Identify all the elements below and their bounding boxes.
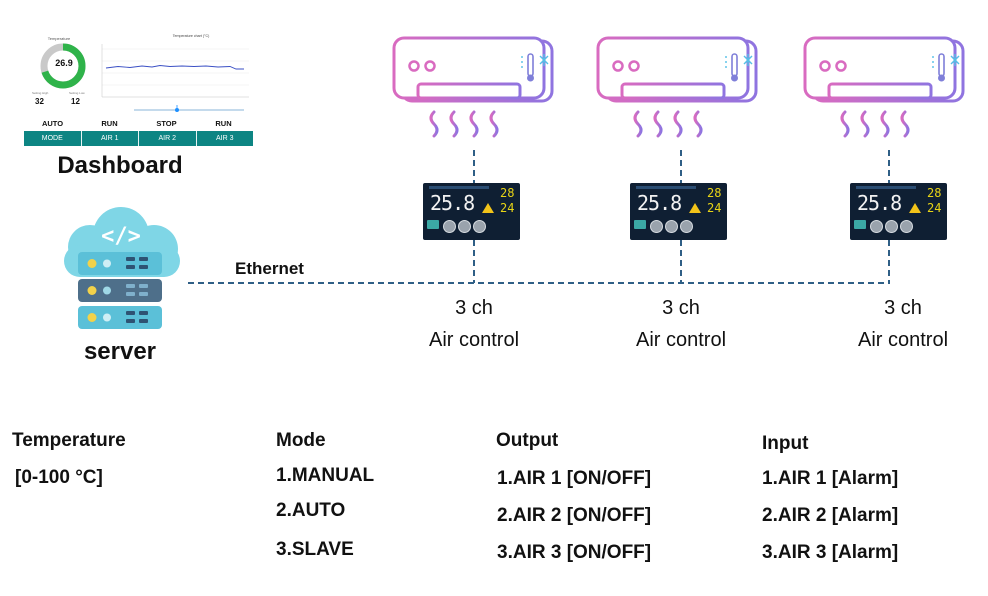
controller-button[interactable] (870, 220, 883, 233)
legend-mode-item: 1.MANUAL (276, 465, 375, 486)
tab-air-1[interactable]: AIR 1 (81, 131, 139, 146)
legend-input-title: Input (762, 433, 809, 454)
dashboard-tab-bar: MODE AIR 1 AIR 2 AIR 3 (24, 131, 253, 146)
controller-display-value: 25.8 (430, 191, 475, 215)
controller-button[interactable] (650, 220, 663, 233)
controller-caption: Air control (857, 329, 949, 351)
dashboard-thumbnail: Temperature 26.9 Setting High 32 Setting… (24, 34, 253, 148)
legend-output-item: 1.AIR 1 [ON/OFF] (497, 468, 652, 489)
controller-button[interactable] (900, 220, 913, 233)
server-cloud-icon: </> (64, 207, 180, 329)
server-caption: server (83, 338, 157, 365)
status-air-1: RUN (101, 119, 118, 128)
legend-input-item: 3.AIR 3 [Alarm] (762, 542, 899, 563)
svg-text:</>: </> (101, 224, 141, 249)
warning-icon (909, 203, 921, 213)
warning-icon (689, 203, 701, 213)
controller-setpoint-low: 24 (927, 201, 942, 215)
controller-setpoint-high: 28 (707, 186, 722, 200)
setpoint-low-caption: Setting Low (69, 91, 85, 95)
controller-channel-count: 3 ch (455, 297, 493, 319)
warning-icon (482, 203, 494, 213)
controller-button[interactable] (473, 220, 486, 233)
controller-display-value: 25.8 (857, 191, 902, 215)
legend-input-item: 2.AIR 2 [Alarm] (762, 505, 899, 526)
gauge-title: Temperature (47, 36, 71, 41)
dashboard-caption: Dashboard (57, 152, 183, 179)
legend-output-item: 3.AIR 3 [ON/OFF] (497, 542, 652, 563)
controller-caption: Air control (428, 329, 520, 351)
controller-button[interactable] (458, 220, 471, 233)
controller-setpoint-high: 28 (927, 186, 942, 200)
status-mode: AUTO (41, 119, 64, 128)
controller-setpoint-high: 28 (500, 186, 515, 200)
controller-setpoint-low: 24 (707, 201, 722, 215)
legend-temperature-range: [0-100 °C] (15, 467, 103, 488)
air-conditioner-icon (392, 36, 554, 138)
controller-button[interactable] (885, 220, 898, 233)
controller-button[interactable] (443, 220, 456, 233)
temperature-gauge (40, 43, 86, 89)
legend-temperature-title: Temperature (12, 430, 126, 451)
controller-channel-count: 3 ch (662, 297, 700, 319)
gauge-fill-arc (40, 43, 86, 89)
temperature-chart (101, 44, 249, 112)
ethernet-network-lines (188, 150, 890, 284)
controller-caption: Air control (635, 329, 727, 351)
legend-output-item: 2.AIR 2 [ON/OFF] (497, 505, 652, 526)
status-air-2: STOP (156, 119, 177, 128)
status-air-3: RUN (215, 119, 232, 128)
gauge-value: 26.9 (55, 58, 73, 68)
legend-output-title: Output (496, 430, 559, 451)
controller-display-value: 25.8 (637, 191, 682, 215)
setpoint-high-caption: Setting High (32, 91, 49, 95)
ethernet-label: Ethernet (235, 259, 304, 278)
controller-setpoint-low: 24 (500, 201, 515, 215)
legend-mode-title: Mode (276, 430, 326, 451)
air-conditioner-icon (596, 36, 758, 138)
legend-mode-item: 2.AUTO (276, 500, 346, 521)
tab-air-2[interactable]: AIR 2 (139, 131, 197, 146)
chart-title: Temperature chart (°C) (172, 34, 210, 38)
controller-channel-count: 3 ch (884, 297, 922, 319)
controller-button[interactable] (680, 220, 693, 233)
controller-button[interactable] (665, 220, 678, 233)
air-conditioner-icon (803, 36, 965, 138)
legend-mode-item: 3.SLAVE (276, 539, 354, 560)
tab-air-3[interactable]: AIR 3 (196, 131, 253, 146)
legend-input-item: 1.AIR 1 [Alarm] (762, 468, 899, 489)
setpoint-high-value: 32 (35, 97, 44, 106)
setpoint-low-value: 12 (71, 97, 80, 106)
tab-mode[interactable]: MODE (24, 131, 82, 146)
